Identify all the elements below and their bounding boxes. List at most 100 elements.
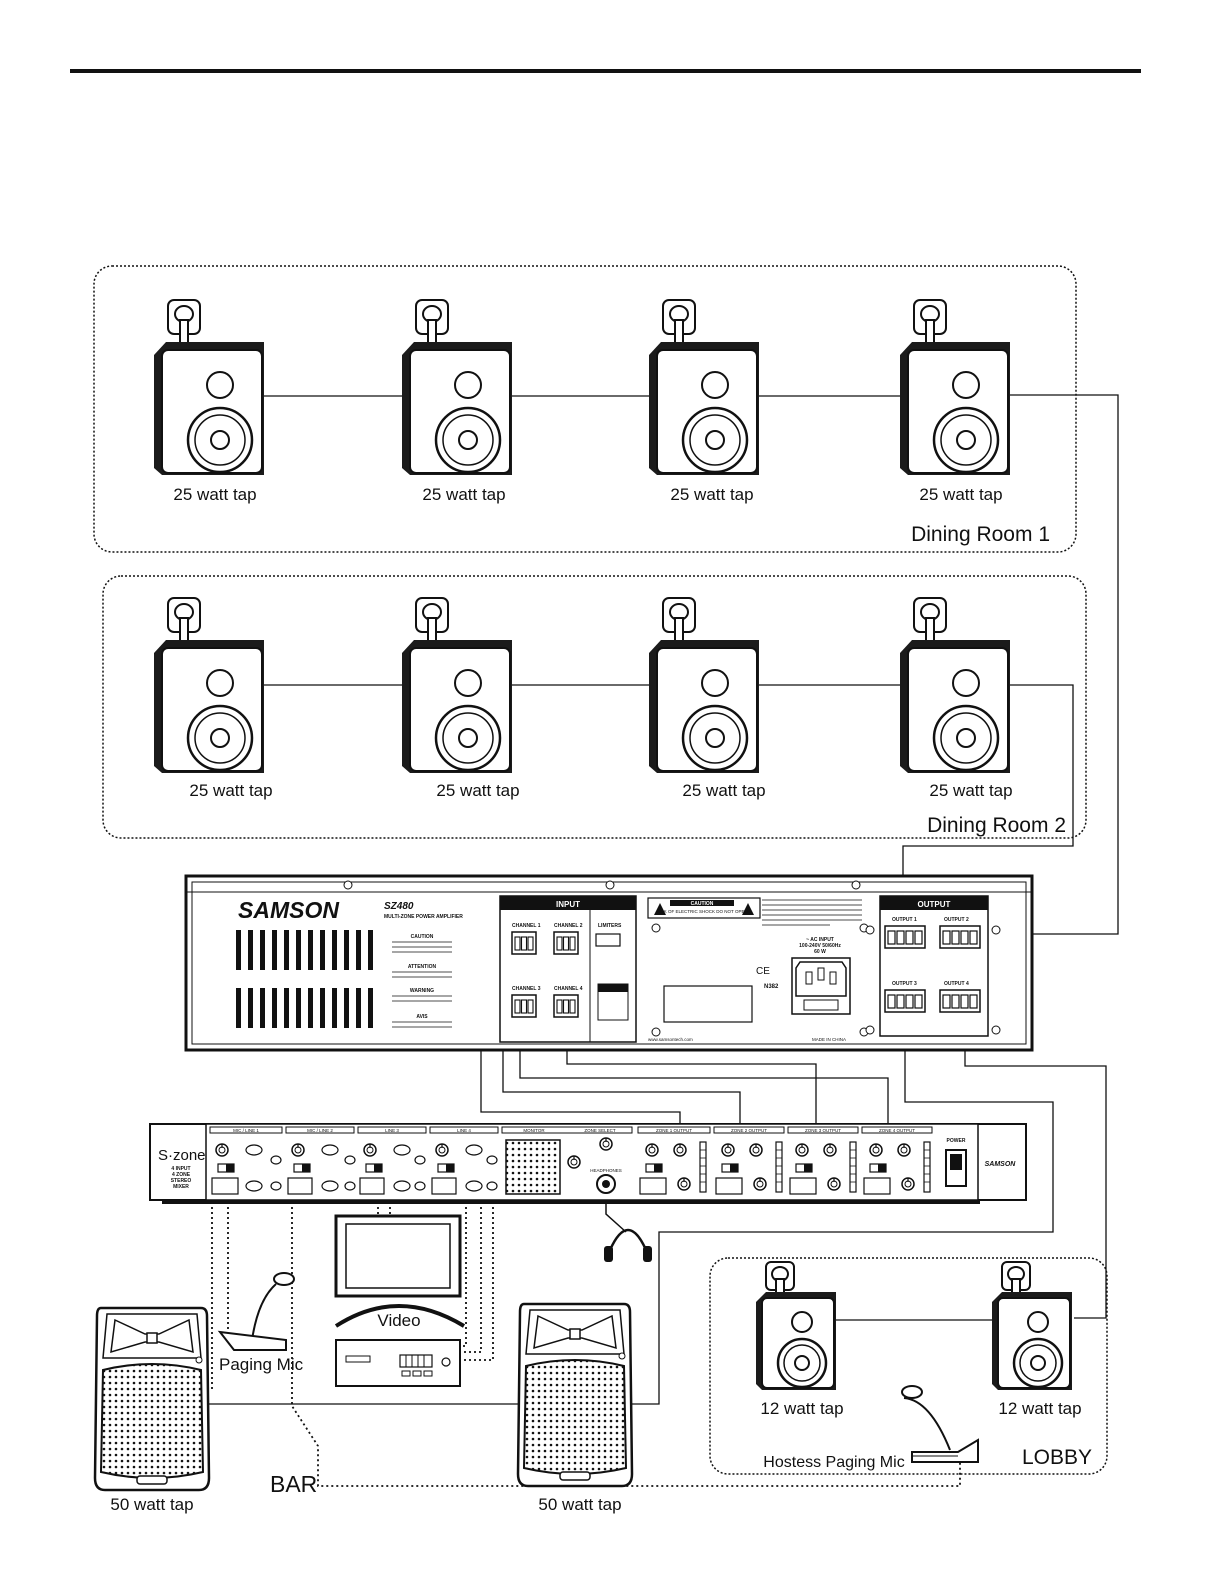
amp-attention-title: ATTENTION (408, 964, 437, 970)
amp-ce-mark: CE (756, 966, 770, 977)
tap-label: 50 watt tap (538, 1495, 621, 1514)
amp-ac-input-label: ~ AC INPUT (806, 937, 834, 943)
mixer-s-zone (149, 1123, 1027, 1204)
amp-output-2-label: OUTPUT 2 (944, 917, 969, 923)
amp-subtitle: MULTI-ZONE POWER AMPLIFIER (384, 914, 463, 920)
mixer-desc: STEREO (171, 1178, 192, 1184)
speaker-chain-wires (206, 394, 1119, 1405)
hostess-paging-mic (901, 1385, 979, 1463)
amp-output-3-terminal[interactable] (884, 989, 926, 1013)
mixer-section-label: MIC / LINE 2 (307, 1128, 333, 1133)
zone-label-dining-room-2: Dining Room 2 (927, 814, 1066, 837)
headphones-icon (604, 1228, 652, 1262)
pa-speaker-bar-1 (93, 1306, 211, 1492)
mixer-desc: 4 ZONE (172, 1172, 191, 1178)
video-monitor (334, 1214, 466, 1328)
speaker-lobby-2 (990, 1260, 1074, 1392)
paging-mic-label: Paging Mic (219, 1355, 304, 1374)
mixer-zone-outputs[interactable] (639, 1141, 931, 1195)
headphones-label: HEADPHONES (590, 1168, 622, 1173)
tap-label: 12 watt tap (760, 1399, 843, 1418)
amp-channel-3-label: CHANNEL 3 (512, 986, 541, 992)
amp-web: www.samsontech.com (648, 1037, 693, 1042)
video-player (335, 1339, 461, 1387)
mixer-power-label: POWER (947, 1138, 966, 1144)
speaker-dr2-1 (152, 596, 266, 775)
zone-label-dining-room-1: Dining Room 1 (911, 523, 1050, 546)
zone-box-dining-room-2 (102, 575, 1087, 839)
amp-channel-4-terminal[interactable] (553, 994, 579, 1018)
amp-output-3-label: OUTPUT 3 (892, 981, 917, 987)
amp-limiter-switches[interactable] (595, 933, 621, 947)
zone-select-knob[interactable] (599, 1137, 613, 1151)
amp-output-2-terminal[interactable] (939, 925, 981, 949)
amp-caution-badge: CAUTION (691, 901, 714, 907)
amp-origin: MADE IN CHINA (812, 1037, 846, 1042)
zone-box-lobby (709, 1257, 1108, 1475)
amp-warning-title: WARNING (410, 988, 434, 994)
amp-model: SZ480 (384, 901, 414, 912)
amp-input-heading: INPUT (556, 900, 580, 909)
speaker-lobby-1 (754, 1260, 838, 1392)
amp-cert: N382 (764, 984, 779, 990)
mixer-desc: 4 INPUT (171, 1166, 190, 1172)
amp-channel-2-label: CHANNEL 2 (554, 923, 583, 929)
tap-label: 25 watt tap (929, 781, 1012, 800)
amp-limiters-label: LIMITERS (598, 923, 622, 929)
amp-output-1-label: OUTPUT 1 (892, 917, 917, 923)
amp-channel-2-terminal[interactable] (553, 931, 579, 955)
mixer-logo: SAMSON (985, 1161, 1017, 1168)
paging-mic (217, 1272, 295, 1351)
tap-label: 25 watt tap (670, 485, 753, 504)
tap-label: 25 watt tap (173, 485, 256, 504)
amp-output-heading: OUTPUT (918, 900, 951, 909)
amp-channel-1-label: CHANNEL 1 (512, 923, 541, 929)
amp-channel-4-label: CHANNEL 4 (554, 986, 583, 992)
video-label: Video (377, 1311, 420, 1330)
amp-channel-3-terminal[interactable] (511, 994, 537, 1018)
monitor-volume-knob[interactable] (567, 1155, 581, 1169)
zone-label-bar: BAR (270, 1471, 317, 1497)
tap-label: 50 watt tap (110, 1495, 193, 1514)
amp-serial-plate (663, 985, 753, 1023)
mixer-section-label: ZONE 2 OUTPUT (731, 1128, 767, 1133)
tap-label: 25 watt tap (919, 485, 1002, 504)
mixer-section-label: ZONE 4 OUTPUT (879, 1128, 915, 1133)
amp-caution-title: CAUTION (411, 934, 434, 940)
zone-box-dining-room-1 (93, 265, 1077, 553)
mixer-input-channels[interactable] (211, 1143, 498, 1195)
speaker-dr2-4 (898, 596, 1012, 775)
amp-avis-title: AVIS (416, 1014, 428, 1020)
speaker-dr2-2 (400, 596, 514, 775)
amp-shock-warning: RISK OF ELECTRIC SHOCK DO NOT OPEN (656, 909, 747, 914)
tap-label: 25 watt tap (422, 485, 505, 504)
amp-output-4-terminal[interactable] (939, 989, 981, 1013)
tap-label: 25 watt tap (189, 781, 272, 800)
mixer-section-label: LINE 4 (457, 1128, 471, 1133)
amp-ac-watts: 60 W (814, 949, 826, 955)
mixer-section-label: ZONE 1 OUTPUT (656, 1128, 692, 1133)
tap-label: 25 watt tap (436, 781, 519, 800)
mixer-section-label: MIC / LINE 1 (233, 1128, 259, 1133)
speaker-dr1-4 (898, 298, 1012, 477)
speaker-dr1-1 (152, 298, 266, 477)
amp-output-1-terminal[interactable] (884, 925, 926, 949)
amp-channel-1-terminal[interactable] (511, 931, 537, 955)
mixer-section-label: ZONE 3 OUTPUT (805, 1128, 841, 1133)
amp-brand-logo: SAMSON (238, 897, 339, 923)
mixer-section-label: MONITOR (523, 1128, 545, 1133)
mixer-section-label: ZONE SELECT (584, 1128, 616, 1133)
amp-output-4-label: OUTPUT 4 (944, 981, 969, 987)
tap-label: 12 watt tap (998, 1399, 1081, 1418)
tap-label: 25 watt tap (682, 781, 765, 800)
zone-label-lobby: LOBBY (1022, 1446, 1092, 1469)
mixer-desc: MIXER (173, 1184, 189, 1190)
top-rule (70, 69, 1141, 73)
speaker-dr1-3 (647, 298, 761, 477)
mixer-brand: S·zone (158, 1147, 206, 1164)
amp-ac-spec: 100-240V 50/60Hz (799, 943, 841, 949)
speaker-dr2-3 (647, 596, 761, 775)
pa-speaker-bar-2 (516, 1302, 634, 1488)
mixer-section-label: LINE 3 (385, 1128, 399, 1133)
